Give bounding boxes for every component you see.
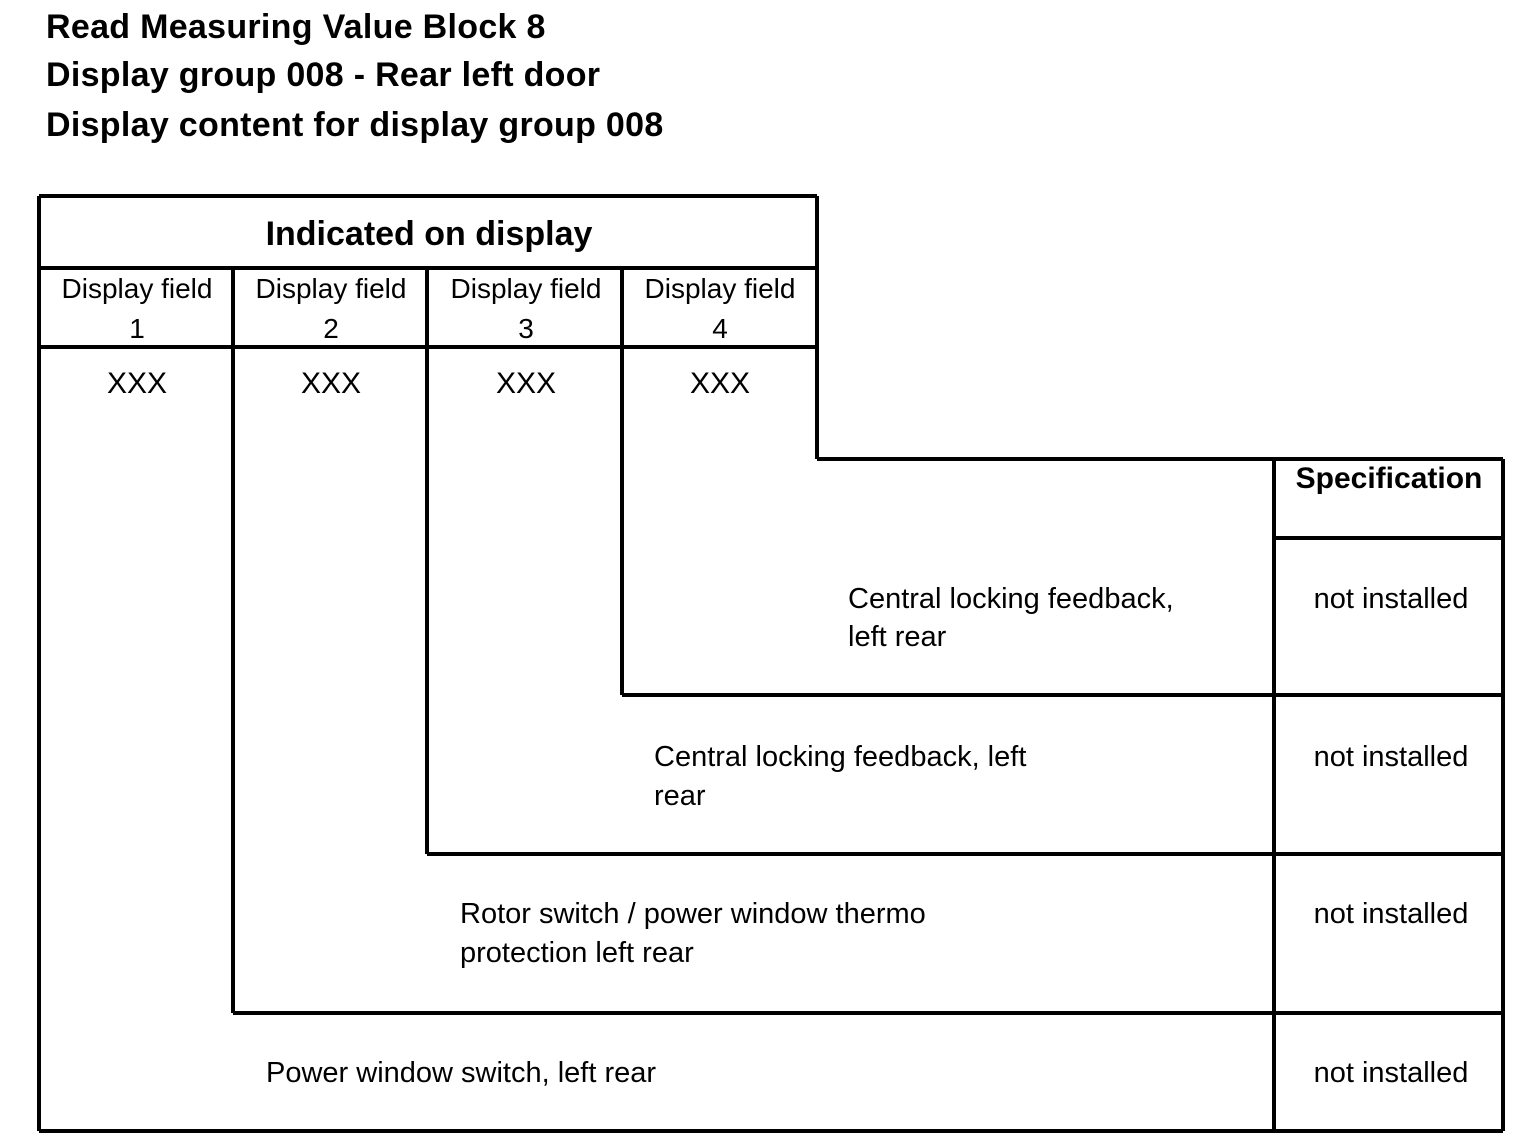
row-4-description-line1: Central locking feedback, xyxy=(848,583,1174,615)
row-4-specification: not installed xyxy=(1314,583,1469,615)
table-lines xyxy=(37,194,1505,1133)
table-header: Indicated on display xyxy=(266,215,593,253)
display-field-4-number: 4 xyxy=(712,313,728,344)
display-field-1-label: Display field xyxy=(62,273,213,304)
row-3-description-line2: rear xyxy=(654,780,706,812)
display-field-3-label: Display field xyxy=(451,273,602,304)
display-field-2-value: XXX xyxy=(301,367,361,400)
display-field-4-value: XXX xyxy=(690,367,750,400)
row-1-specification: not installed xyxy=(1314,1057,1469,1089)
display-field-3-value: XXX xyxy=(496,367,556,400)
page-title: Read Measuring Value Block 8 xyxy=(46,8,546,46)
display-field-4-label: Display field xyxy=(645,273,796,304)
specification-header: Specification xyxy=(1296,462,1483,495)
row-3-specification: not installed xyxy=(1314,741,1469,773)
row-2-description-line2: protection left rear xyxy=(460,937,694,969)
display-field-1-number: 1 xyxy=(129,313,145,344)
row-4-description-line2: left rear xyxy=(848,621,947,653)
display-field-1-value: XXX xyxy=(107,367,167,400)
row-2-description-line1: Rotor switch / power window thermo xyxy=(460,898,926,930)
display-field-2-label: Display field xyxy=(256,273,407,304)
display-group-title: Display group 008 - Rear left door xyxy=(46,56,601,94)
display-field-2-number: 2 xyxy=(323,313,339,344)
display-field-3-number: 3 xyxy=(518,313,534,344)
row-2-specification: not installed xyxy=(1314,898,1469,930)
display-content-title: Display content for display group 008 xyxy=(46,106,664,144)
row-1-description-line1: Power window switch, left rear xyxy=(266,1057,656,1089)
row-3-description-line1: Central locking feedback, left xyxy=(654,741,1026,773)
